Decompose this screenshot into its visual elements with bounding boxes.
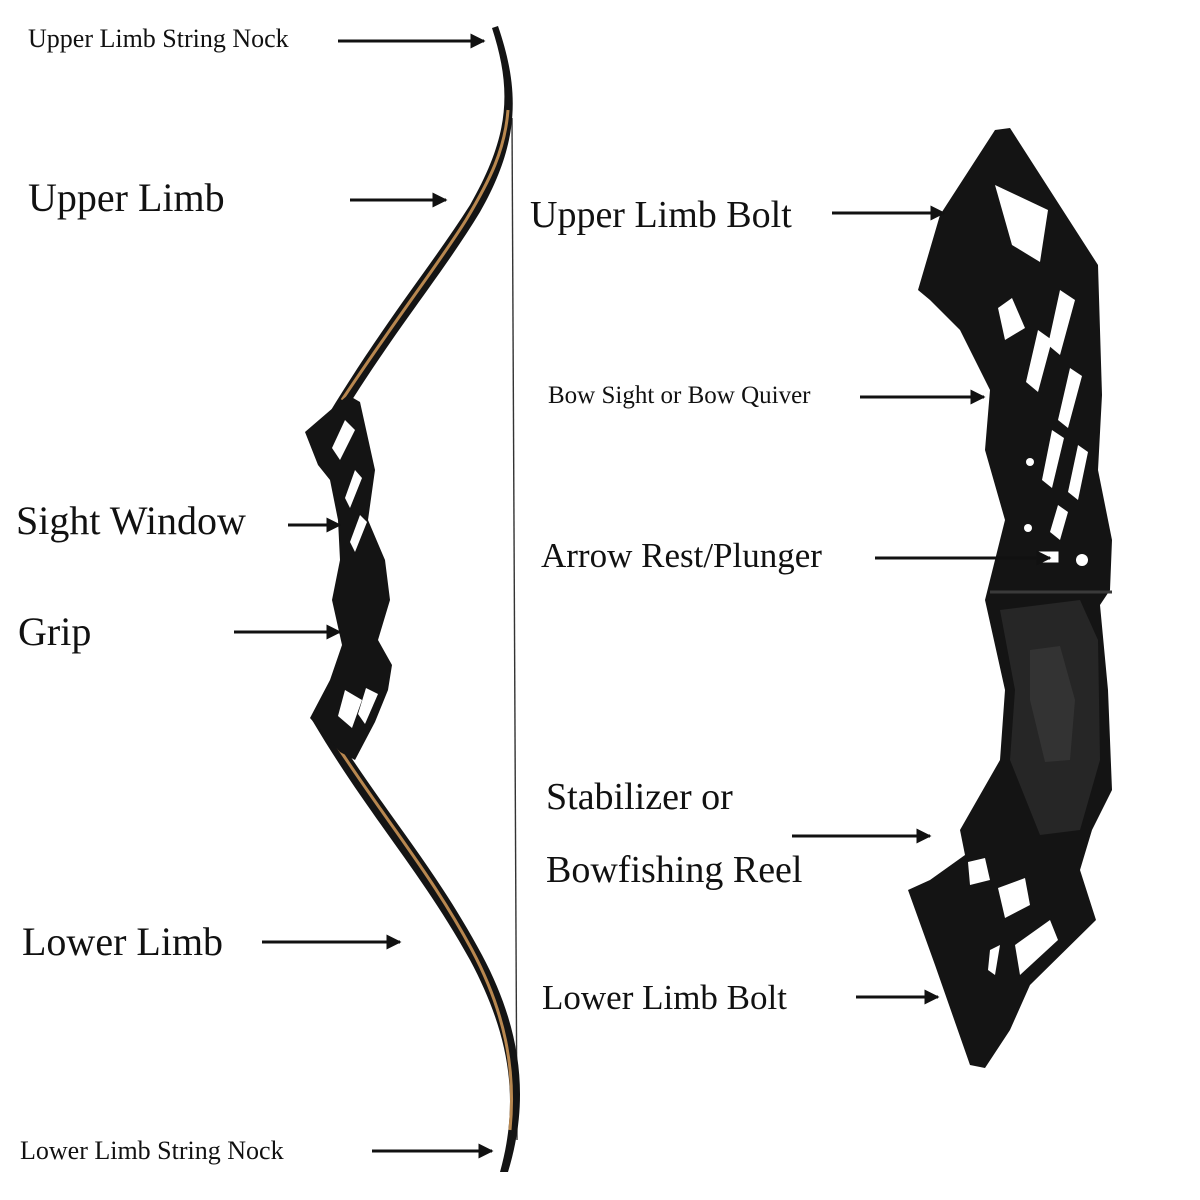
riser-body: [908, 128, 1112, 1068]
riser-window: [1058, 368, 1082, 428]
riser-window: [998, 878, 1030, 918]
label-upper-limb: Upper Limb: [28, 175, 225, 220]
label-upper-limb-bolt: Upper Limb Bolt: [530, 194, 792, 236]
label-lower-limb-string-nock: Lower Limb String Nock: [20, 1136, 284, 1165]
small-riser-hole: [338, 690, 362, 728]
upper-limb-shape: [322, 26, 513, 432]
small-riser: [305, 395, 392, 760]
arrows: [234, 33, 1052, 1159]
label-lower-limb: Lower Limb: [22, 919, 224, 964]
label-sight-window: Sight Window: [16, 498, 246, 543]
small-riser-hole: [345, 470, 362, 508]
label-stabilizer-line2: Bowfishing Reel: [546, 849, 803, 891]
label-arrow-rest-plunger: Arrow Rest/Plunger: [541, 536, 822, 575]
riser-window: [1050, 505, 1068, 540]
full-bow: [305, 26, 521, 1172]
label-stabilizer-line1: Stabilizer or: [546, 776, 733, 818]
riser-bolt-hole: [1024, 524, 1032, 532]
small-riser-hole: [332, 420, 355, 460]
riser-window: [1026, 330, 1052, 392]
label-bow-sight-or-quiver: Bow Sight or Bow Quiver: [548, 382, 811, 409]
label-lower-limb-bolt: Lower Limb Bolt: [542, 978, 787, 1017]
label-grip: Grip: [18, 609, 92, 654]
riser-window: [995, 185, 1048, 262]
label-upper-limb-string-nock: Upper Limb String Nock: [28, 24, 289, 53]
riser-window: [1042, 430, 1064, 488]
lower-limb-wood-edge: [330, 737, 514, 1131]
small-riser-hole: [358, 688, 378, 724]
riser-window: [1048, 290, 1075, 355]
riser-window: [1068, 445, 1088, 500]
riser-window: [1015, 920, 1058, 975]
plunger-hole: [1076, 554, 1088, 566]
riser-window: [998, 298, 1025, 340]
small-riser-hole: [350, 515, 367, 552]
riser-closeup: [908, 128, 1112, 1068]
upper-limb-wood-edge: [340, 109, 510, 401]
riser-bolt-hole: [1026, 458, 1034, 466]
riser-window: [968, 858, 990, 885]
bowstring: [511, 117, 518, 1141]
riser-window: [988, 945, 1000, 975]
riser-grip-texture: [1030, 646, 1075, 762]
